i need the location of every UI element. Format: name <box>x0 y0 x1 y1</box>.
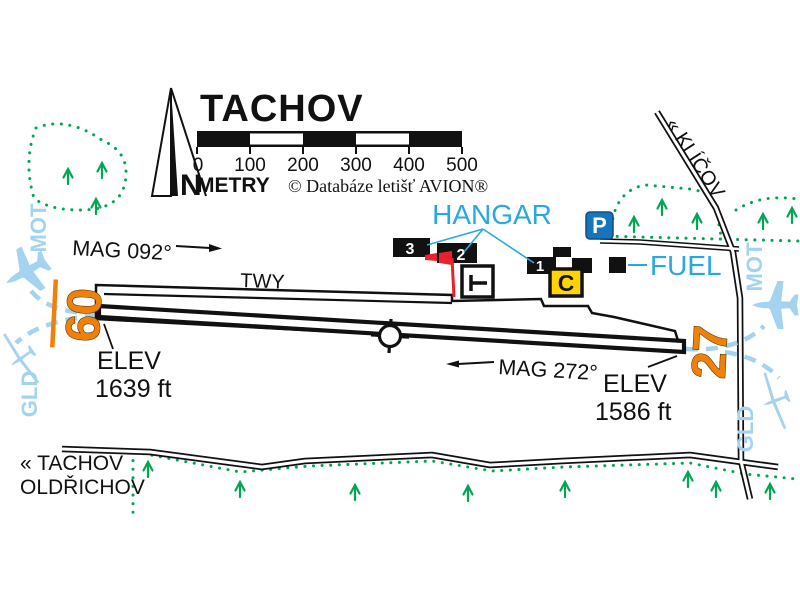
c-office-building <box>548 267 584 298</box>
airfield-strip <box>94 283 687 355</box>
windsock-icon <box>425 251 456 298</box>
scale-tick-500: 500 <box>446 155 478 176</box>
tree-icon <box>142 460 154 479</box>
mag-092-arrow <box>175 244 222 252</box>
landing-t-icon <box>469 275 487 291</box>
tree-icon <box>90 197 102 216</box>
tree-icon <box>710 480 722 499</box>
runway-designator-27: 27 <box>682 323 739 380</box>
elev-west-label: ELEV <box>97 347 161 375</box>
hangar-label: HANGAR <box>432 199 552 230</box>
scale-tick-400: 400 <box>393 155 425 176</box>
rwy-09-number: 09 <box>55 287 111 343</box>
scale-bar: 0 100 200 300 400 500 METRY © Databáze l… <box>193 131 488 197</box>
road-klicov-fill <box>655 111 752 500</box>
parking-sign <box>585 211 614 240</box>
mag-272-label: MAG 272° <box>498 355 599 385</box>
facility-labels: HANGAR FUEL <box>426 199 722 281</box>
tree-icon <box>628 215 640 234</box>
north-letter: N <box>180 169 202 202</box>
twy-label: TWY <box>240 270 285 294</box>
circuit-line-east-gld <box>724 349 781 380</box>
fuel-station <box>609 257 626 273</box>
gld-label-west: GLD <box>17 371 42 417</box>
circuit-line-west-mot <box>29 289 98 317</box>
roads <box>61 110 779 500</box>
compass-symbol <box>370 318 410 354</box>
tree-icon <box>462 484 474 503</box>
hangar-2-number: 2 <box>457 247 466 264</box>
elev-west-value: 1639 ft <box>95 375 172 403</box>
circuit-line-east-mot <box>685 324 766 352</box>
mag-272-arrow <box>446 360 495 368</box>
hangar-1-number: 1 <box>536 258 544 275</box>
elev-east-label: ELEV <box>603 370 667 398</box>
copyright-text: © Databáze letišť AVION® <box>288 176 488 196</box>
rwy-09-underline <box>50 279 59 348</box>
forest-boundary-access-road <box>598 234 800 243</box>
chart-title: TACHOV <box>200 88 364 130</box>
glider-icon <box>753 367 799 433</box>
hangar-3-building <box>393 238 430 257</box>
traffic-circuit: MOT GLD MOT GLD <box>0 203 799 452</box>
tree-icon <box>62 167 74 186</box>
tree-icon <box>559 480 571 499</box>
tree-icon <box>234 480 246 499</box>
north-arrow: N <box>150 87 207 202</box>
tree-icon <box>682 470 694 489</box>
scale-tick-300: 300 <box>340 155 372 176</box>
tree-icon <box>764 482 776 501</box>
hangar-3-number: 3 <box>406 241 415 258</box>
signal-square <box>460 264 495 299</box>
elev-east-leader <box>647 355 678 368</box>
fuel-label: FUEL <box>650 250 722 281</box>
scale-tick-200: 200 <box>287 155 319 176</box>
scale-tick-100: 100 <box>234 155 266 176</box>
forest-boundary-top-left <box>27 122 128 212</box>
elev-east-value: 1586 ft <box>595 398 672 426</box>
c-office-letter: C <box>558 270 575 296</box>
road-tachov-fill <box>61 447 779 469</box>
tree-icon <box>786 206 798 225</box>
rwy-27-number: 27 <box>683 324 739 380</box>
gld-label-east: GLD <box>733 406 758 452</box>
elev-west-leader <box>103 323 114 350</box>
outbuilding-north <box>553 247 571 257</box>
tachov-road-label-line2: OLDŘICHOV <box>20 476 145 499</box>
forest-boundary-right-edge <box>734 196 800 212</box>
mag-092-label: MAG 092° <box>72 236 173 265</box>
tree-icon <box>96 161 108 180</box>
mot-label-west: MOT <box>26 203 51 252</box>
taxiway-line <box>103 292 453 305</box>
tree-icon <box>656 198 668 217</box>
mot-label-east: MOT <box>742 242 767 291</box>
runway-labels: TWY MAG 092° MAG 272° ELEV 1639 ft ELEV … <box>72 236 678 426</box>
scale-tick-0: 0 <box>193 155 204 176</box>
scale-units-label: METRY <box>197 174 270 197</box>
runway-designator-09: 09 <box>50 279 111 348</box>
klicov-road-label: « KLÍČOV <box>661 114 730 203</box>
tachov-road-label-line1: « TACHOV <box>20 452 123 475</box>
road-access-fill <box>599 239 740 251</box>
hangar-leader-lines <box>426 228 535 264</box>
tree-icon <box>757 212 769 231</box>
tree-icon <box>691 212 703 231</box>
tree-icon <box>349 483 361 502</box>
parking-letter: P <box>592 213 607 238</box>
buildings: 3 2 1 C P <box>393 211 626 299</box>
